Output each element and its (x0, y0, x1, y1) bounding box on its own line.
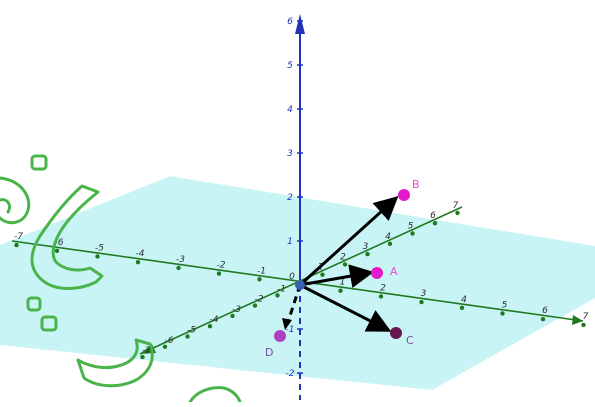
doodle-square-top[interactable] (30, 154, 48, 171)
x-tick-label: -5 (95, 244, 104, 254)
x-tick-mark (540, 317, 546, 322)
origin-point[interactable] (295, 280, 305, 290)
y-tick-label: 2 (340, 252, 346, 262)
z-axis[interactable] (295, 14, 305, 400)
y-tick-mark (230, 313, 235, 319)
y-tick-mark (320, 272, 325, 277)
y-tick-label: 6 (430, 211, 436, 221)
point-B[interactable] (398, 189, 410, 201)
x-tick-mark (14, 242, 19, 248)
y-tick-mark (432, 221, 438, 226)
x-tick-mark (581, 322, 586, 328)
vector-OB[interactable] (298, 195, 399, 287)
z-tick-label: 3 (287, 149, 293, 159)
x-tick-label: -7 (14, 232, 23, 242)
axis-ticks: 654321-1-2-7-6-5-4-3-2-112345671234567-1… (14, 17, 589, 379)
z-tick-label: 4 (287, 105, 293, 115)
x-tick-mark (135, 260, 141, 265)
x-tick-label: -1 (257, 266, 266, 276)
z-tick-label: -1 (286, 325, 295, 335)
y-tick-mark (140, 354, 145, 360)
y-tick-mark (185, 334, 190, 339)
x-tick-mark (338, 288, 343, 293)
y-tick-mark (162, 344, 168, 349)
x-tick-label: -3 (176, 255, 185, 265)
y-tick-mark (365, 251, 370, 257)
y-tick-mark (275, 293, 280, 298)
vector-OA[interactable] (299, 264, 374, 288)
x-tick-mark (176, 265, 181, 271)
doodle-square-low[interactable] (40, 315, 58, 332)
z-tick-label: 6 (287, 17, 293, 27)
y-tick-label: -6 (165, 336, 174, 346)
z-tick-label: 5 (287, 61, 293, 71)
x-tick-mark (95, 254, 100, 259)
points[interactable]: B A C D (265, 178, 420, 359)
vector-OC[interactable] (299, 283, 392, 332)
y-tick-label: -3 (232, 305, 241, 315)
y-tick-label: -1 (277, 284, 286, 294)
point-C-label: C (406, 334, 414, 347)
y-tick-label: -7 (142, 346, 151, 356)
y-tick-mark (455, 210, 460, 216)
x-tick-mark (257, 277, 262, 282)
doodle-spiral[interactable] (0, 176, 31, 225)
doodle-hook-bottom[interactable] (76, 338, 154, 388)
point-B-label: B (412, 178, 420, 191)
x-tick-mark (500, 311, 505, 316)
z-tick-label: -2 (286, 369, 295, 379)
x-tick-label: 6 (542, 306, 548, 316)
x-tick-label: -2 (217, 261, 226, 271)
x-tick-mark (54, 248, 60, 253)
freehand-doodles-icon[interactable] (0, 154, 242, 404)
point-D[interactable] (274, 330, 286, 342)
y-tick-mark (342, 262, 348, 267)
x-tick-mark (378, 294, 384, 299)
y-tick-label: 3 (363, 242, 369, 252)
z-tick-label: 1 (287, 237, 293, 247)
x-tick-mark (419, 299, 424, 305)
point-A[interactable] (371, 267, 383, 279)
y-tick-mark (410, 231, 415, 236)
x-tick-label: -6 (55, 238, 64, 248)
x-tick-mark (459, 305, 465, 310)
y-tick-label: 5 (408, 222, 414, 232)
point-C[interactable] (390, 327, 402, 339)
y-tick-label: 7 (453, 201, 459, 211)
doodle-hook[interactable] (30, 184, 104, 290)
origin-label: 0 (289, 272, 295, 282)
y-tick-label: -2 (255, 295, 264, 305)
y-tick-label: -4 (210, 315, 219, 325)
doodle-square-mid[interactable] (26, 296, 42, 312)
x-tick-label: 5 (502, 301, 508, 311)
x-tick-label: 7 (583, 312, 589, 322)
x-tick-mark (216, 271, 222, 276)
y-tick-mark (387, 241, 393, 246)
y-tick-mark (207, 324, 213, 329)
vectors[interactable] (282, 195, 399, 332)
x-axis-arrowhead-icon (572, 315, 583, 325)
point-A-label: A (390, 265, 398, 278)
z-axis-arrowhead-icon (295, 14, 305, 34)
x-tick-label: 2 (380, 283, 386, 293)
doodle-arc-bottom[interactable] (188, 386, 242, 404)
x-tick-label: 4 (461, 295, 467, 305)
x-tick-label: 3 (421, 289, 427, 299)
x-tick-label: -4 (136, 249, 145, 259)
y-tick-label: -5 (187, 326, 196, 336)
vector-OD-arrowhead-icon (282, 318, 292, 330)
y-tick-label: 4 (385, 232, 391, 242)
y-tick-mark (252, 303, 258, 308)
point-D-label: D (265, 346, 273, 359)
z-tick-label: 2 (287, 193, 293, 203)
x-tick-label: 1 (340, 278, 346, 288)
